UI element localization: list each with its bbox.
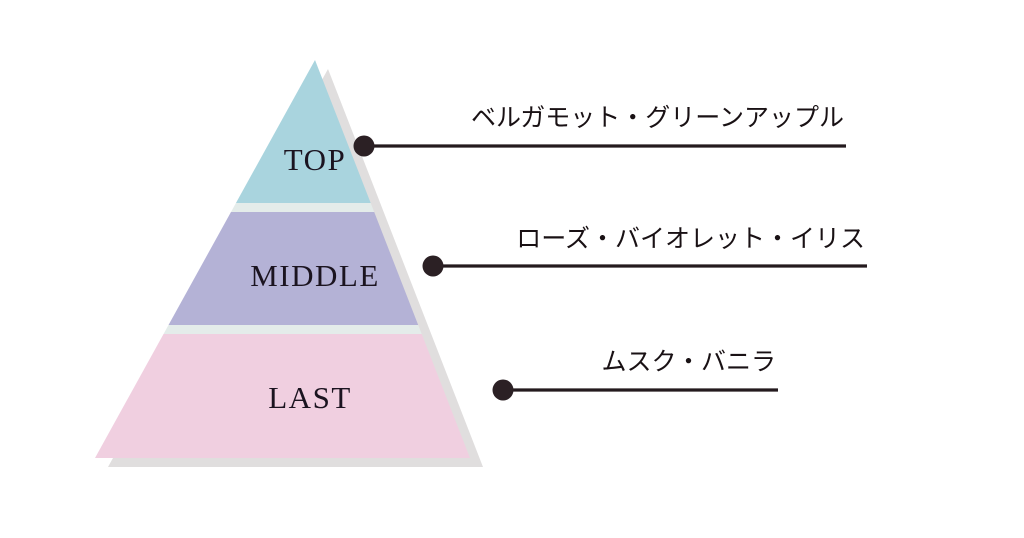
pyramid-band-middle — [168, 212, 419, 325]
tier-label-top: TOP — [284, 142, 347, 177]
leader-dot-top — [353, 135, 375, 157]
tier-label-last: LAST — [268, 380, 352, 415]
tier-label-middle: MIDDLE — [250, 258, 380, 293]
pyramid-band-last — [95, 334, 470, 458]
pyramid-band-top — [235, 60, 371, 203]
note-text-middle: ローズ・バイオレット・イリス — [516, 224, 865, 253]
note-text-top: ベルガモット・グリーンアップル — [471, 103, 844, 132]
note-text-last: ムスク・バニラ — [601, 347, 776, 376]
pyramid-band-separator-upper — [230, 203, 375, 212]
pyramid-band-separator-lower — [163, 325, 422, 334]
leader-dot-last — [492, 379, 514, 401]
leader-dot-middle — [422, 255, 444, 277]
